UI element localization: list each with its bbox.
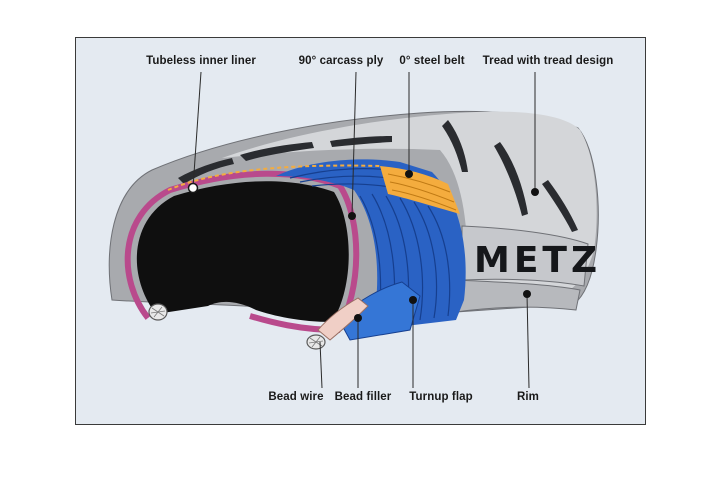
bead-filler-layer — [317, 297, 369, 341]
tire-interior — [136, 181, 349, 322]
label-steel-belt: 0° steel belt — [399, 55, 465, 67]
rim-section — [455, 279, 581, 313]
label-bead-filler: Bead filler — [334, 391, 392, 403]
turnup-flap-marker-dot — [409, 296, 417, 304]
sidewall-brand-text: METZ — [474, 240, 601, 281]
steel-belt-lines — [387, 173, 457, 211]
rim-marker-dot — [523, 290, 531, 298]
label-rim: Rim — [516, 391, 540, 403]
belt-contour-dashed — [167, 164, 381, 191]
carcass-ply-marker-dot — [348, 212, 356, 220]
label-tubeless-inner-liner: Tubeless inner liner — [146, 55, 256, 67]
label-bead-wire: Bead wire — [268, 391, 324, 403]
tread-grooves — [178, 120, 578, 232]
label-tread-design: Tread with tread design — [482, 55, 614, 67]
bead-wire-back — [148, 303, 168, 321]
label-carcass-ply: 90° carcass ply — [298, 55, 384, 67]
sidewall-band — [461, 225, 589, 287]
steel-belt-marker-dot — [405, 170, 413, 178]
callout-leaders — [192, 71, 536, 389]
bead-wire-front — [306, 334, 326, 350]
tread-marker-dot — [531, 188, 539, 196]
bead-filler-marker-dot — [354, 314, 362, 322]
label-turnup-flap: Turnup flap — [409, 391, 473, 403]
carcass-ply-layer — [276, 159, 466, 330]
inner-liner-marker-ring — [187, 182, 199, 194]
